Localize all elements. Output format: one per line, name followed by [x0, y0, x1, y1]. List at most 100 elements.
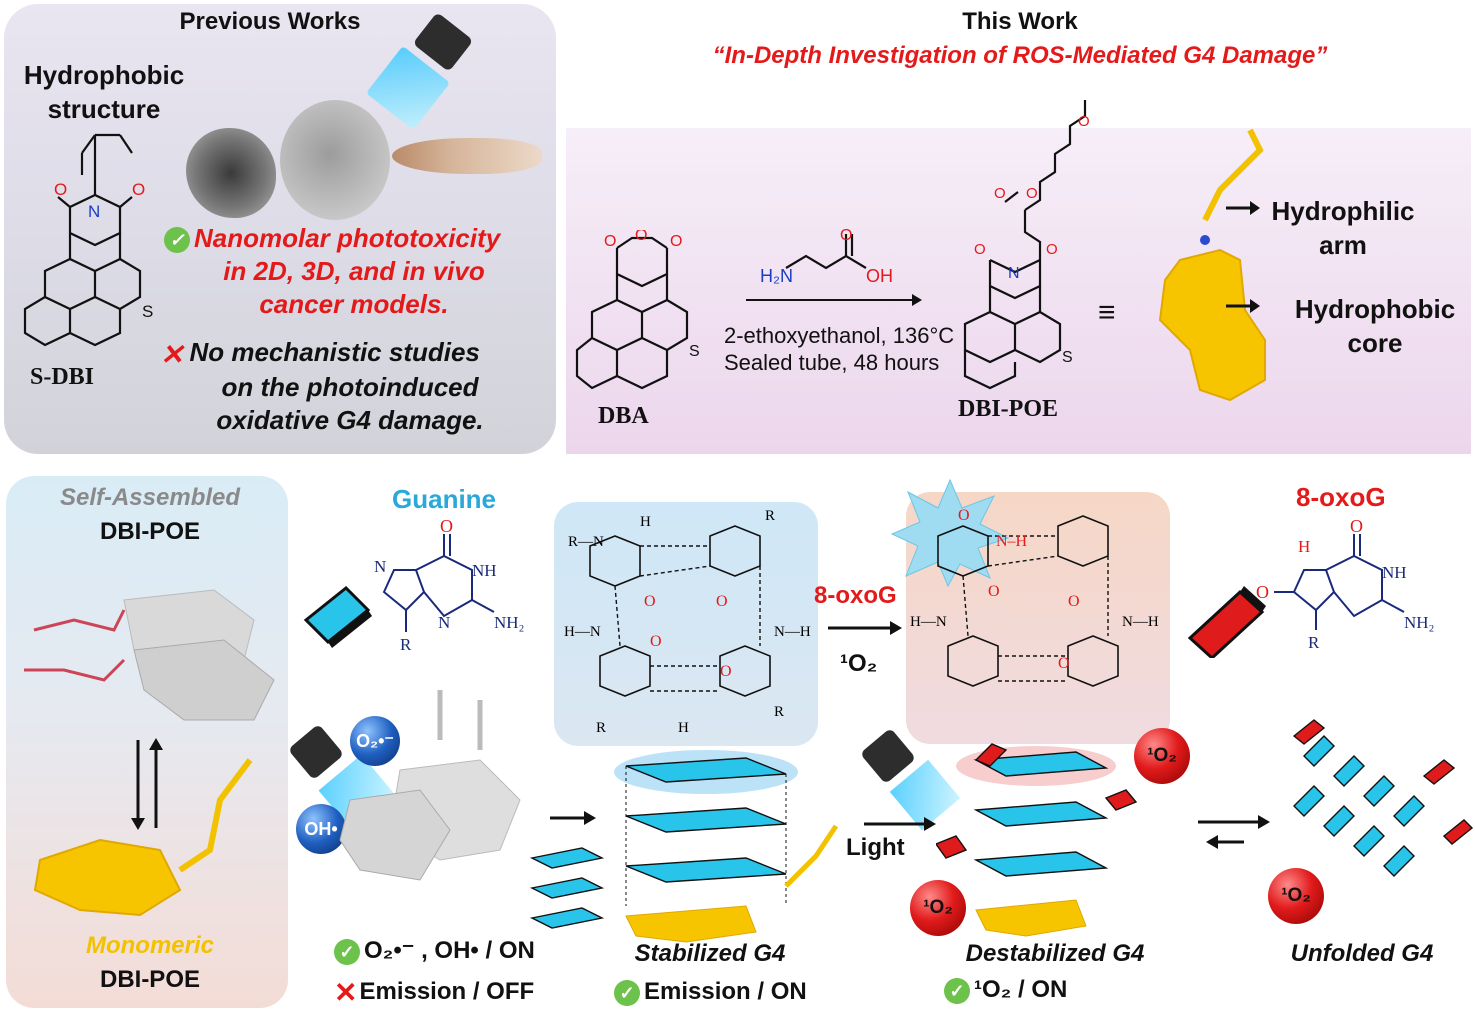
- svg-text:R: R: [774, 704, 784, 720]
- arm-line2: arm: [1319, 230, 1367, 260]
- svg-text:O: O: [644, 593, 656, 610]
- svg-text:NH₂: NH₂: [494, 613, 524, 632]
- svg-text:O: O: [54, 180, 67, 199]
- cross-icon-emission: ✕: [334, 977, 358, 1008]
- svg-text:O: O: [132, 180, 145, 199]
- svg-text:O: O: [670, 233, 682, 250]
- this-work-subtitle: “In-Depth Investigation of ROS-Mediated …: [712, 42, 1328, 69]
- svg-text:O: O: [1046, 241, 1058, 258]
- previous-works-title: Previous Works: [179, 8, 361, 35]
- svg-text:O: O: [1256, 582, 1269, 602]
- svg-text:O: O: [1078, 113, 1090, 130]
- singlet-oxygen-sphere-1: ¹O₂: [1134, 728, 1190, 784]
- reaction-arrow: [746, 294, 922, 306]
- destabilized-g4-model: [936, 743, 1138, 937]
- result-text: ✓Nanomolar phototoxicity in 2D, 3D, and …: [164, 222, 544, 321]
- reagent-structure: H₂N O OH: [760, 227, 893, 286]
- svg-text:S: S: [1062, 349, 1073, 366]
- svg-text:O: O: [994, 185, 1006, 202]
- g-quartet-structure: R—N H R O O O O H—N N—H R H R: [564, 508, 811, 736]
- svg-text:O: O: [1026, 185, 1038, 202]
- guanine-tile-icon: [303, 585, 372, 648]
- limit-line2: on the photoinduced: [221, 371, 479, 402]
- svg-text:O: O: [1350, 516, 1363, 536]
- spheroid-3d-image: [280, 100, 390, 220]
- svg-text:OH: OH: [866, 266, 893, 286]
- self-assembled-label: Self-Assembled: [59, 484, 241, 511]
- status-emission-on: ✓Emission / ON: [614, 978, 854, 1006]
- svg-text:S: S: [142, 302, 153, 321]
- svg-text:R: R: [400, 635, 412, 654]
- dbi-poe-structure: O O O N O O S: [963, 100, 1090, 390]
- assembly-arrow: [550, 811, 596, 825]
- svg-text:N: N: [438, 613, 450, 632]
- svg-text:N—H: N—H: [1122, 614, 1159, 630]
- svg-text:N–H: N–H: [996, 533, 1028, 550]
- svg-text:R: R: [1308, 633, 1320, 652]
- limit-line3: oxidative G4 damage.: [216, 404, 484, 435]
- oxog-structure: O O H NH NH₂ R: [1256, 516, 1434, 652]
- singlet-oxygen-mid: ¹O₂: [840, 650, 878, 677]
- s-dbi-structure: O O N S: [23, 133, 153, 347]
- singlet-oxygen-sphere-3: ¹O₂: [1268, 868, 1324, 924]
- hydrophobic-core-label: Hydrophobic core: [1280, 292, 1470, 360]
- svg-text:N: N: [1008, 265, 1020, 282]
- svg-text:O: O: [604, 233, 616, 250]
- status-emission-on-text: Emission / ON: [644, 978, 807, 1005]
- equilibrium-arrows: [131, 738, 163, 830]
- hydrophobic-label: Hydrophobic structure: [14, 58, 194, 126]
- damage-burst-icon: [890, 478, 1010, 588]
- status-emission-off: ✕Emission / OFF: [334, 976, 594, 1009]
- svg-text:N: N: [88, 202, 100, 221]
- status-singlet-on: ✓¹O₂ / ON: [944, 976, 1144, 1004]
- svg-text:H: H: [678, 720, 689, 736]
- light-arrow: [864, 817, 936, 831]
- self-assembled-compound: DBI-POE: [99, 518, 200, 545]
- check-icon-ros: ✓: [334, 938, 360, 965]
- svg-text:O: O: [635, 230, 647, 244]
- svg-text:S: S: [689, 343, 700, 360]
- unfolded-g4-model: [1292, 719, 1474, 877]
- self-assembled-model: [24, 589, 275, 721]
- svg-text:O: O: [650, 633, 662, 650]
- check-icon-singlet: ✓: [944, 977, 970, 1004]
- dbi-poe-label: DBI-POE: [958, 396, 1059, 422]
- this-work-title: This Work: [962, 8, 1078, 35]
- dba-structure: O O O S: [575, 230, 700, 390]
- result-line3: cancer models.: [259, 289, 449, 319]
- svg-text:H—N: H—N: [564, 624, 601, 640]
- oxog-title: 8-oxoG: [1296, 482, 1386, 512]
- svg-text:H: H: [640, 514, 651, 530]
- svg-text:NH₂: NH₂: [1404, 613, 1434, 632]
- self-assembly-panel: [6, 476, 288, 1008]
- svg-text:N—H: N—H: [774, 624, 811, 640]
- svg-text:O: O: [716, 593, 728, 610]
- core-line1: Hydrophobic: [1294, 294, 1456, 324]
- result-line1: Nanomolar phototoxicity: [194, 223, 501, 253]
- stabilized-g4-model: [614, 750, 839, 943]
- destabilized-g4-label: Destabilized G4: [965, 940, 1145, 967]
- label-arrows: [1226, 201, 1260, 313]
- svg-text:O: O: [974, 241, 986, 258]
- svg-text:H—N: H—N: [910, 614, 947, 630]
- stabilized-g4-label: Stabilized G4: [634, 940, 786, 967]
- dbi-poe-aggregate-model: [339, 690, 521, 881]
- status-emission-off-text: Emission / OFF: [359, 977, 535, 1005]
- svg-text:O: O: [1068, 593, 1080, 610]
- this-work-panel: [566, 128, 1471, 454]
- unfolded-g4-label: Unfolded G4: [1290, 940, 1434, 967]
- singlet-oxygen-sphere-2: ¹O₂: [910, 880, 966, 936]
- cell-2d-image: [186, 128, 276, 218]
- svg-text:O: O: [1058, 655, 1070, 672]
- svg-text:O: O: [720, 663, 732, 680]
- cross-icon: ✕: [160, 338, 184, 370]
- dbi-poe-3d-model: [1158, 128, 1266, 402]
- hydrophilic-arm-label: Hydrophilic arm: [1258, 194, 1428, 262]
- core-line2: core: [1347, 328, 1403, 358]
- oxog-mid-label: 8-oxoG: [814, 582, 897, 609]
- light-label: Light: [846, 834, 905, 861]
- superoxide-sphere: O₂•⁻: [350, 716, 400, 766]
- oxidized-quartet-structure: O N–H H—N N—H O O O: [910, 507, 1159, 687]
- previous-works-panel: [4, 4, 556, 454]
- hydrophobic-line2: structure: [47, 94, 161, 124]
